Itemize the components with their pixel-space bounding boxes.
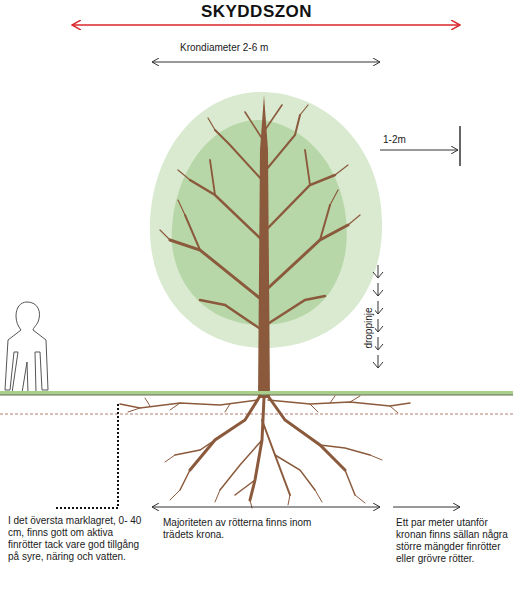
note: Majoriteten av rötterna finns inom träde… [163,517,343,541]
zone-arrow [72,24,460,26]
dripline-label: droppinje [363,297,375,359]
person-figure [5,302,48,393]
leader-line [55,404,118,508]
roots [120,396,410,508]
branches [160,105,360,330]
dimension-label: 1-2m [383,134,406,146]
ground-edge [0,395,513,396]
direction-arrow [393,507,460,508]
dimension-label: Krondiameter 2-6 m [180,42,268,54]
topsoil-line [0,414,513,415]
dimension-arrow [152,507,380,508]
trunk [258,95,270,398]
dimension-arrow [380,150,458,151]
note: Ett par meter utanför kronan finns sälla… [396,517,508,565]
title: SKYDDSZON [0,2,513,22]
note: I det översta marklagret, 0- 40 cm, finn… [8,515,148,563]
dimension-arrow [152,62,380,63]
ground-line [0,391,513,395]
dimension-tick [459,126,461,166]
